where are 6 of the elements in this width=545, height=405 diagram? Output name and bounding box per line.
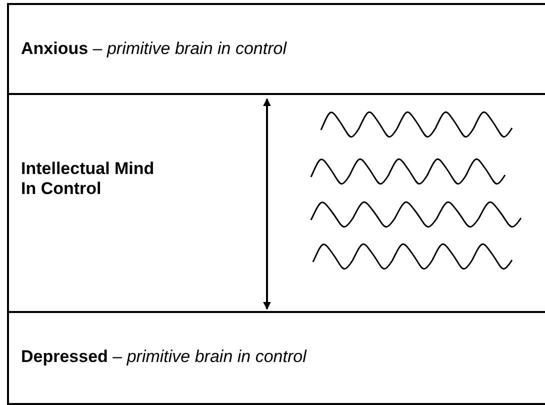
band-heading: Intellectual Mind In Control [21,159,171,199]
band-description: Depressed – primitive brain in control [21,347,306,367]
state-band [7,311,545,405]
double-arrow [263,98,271,310]
band-description: Anxious – primitive brain in control [21,39,286,59]
state-band [7,3,545,95]
